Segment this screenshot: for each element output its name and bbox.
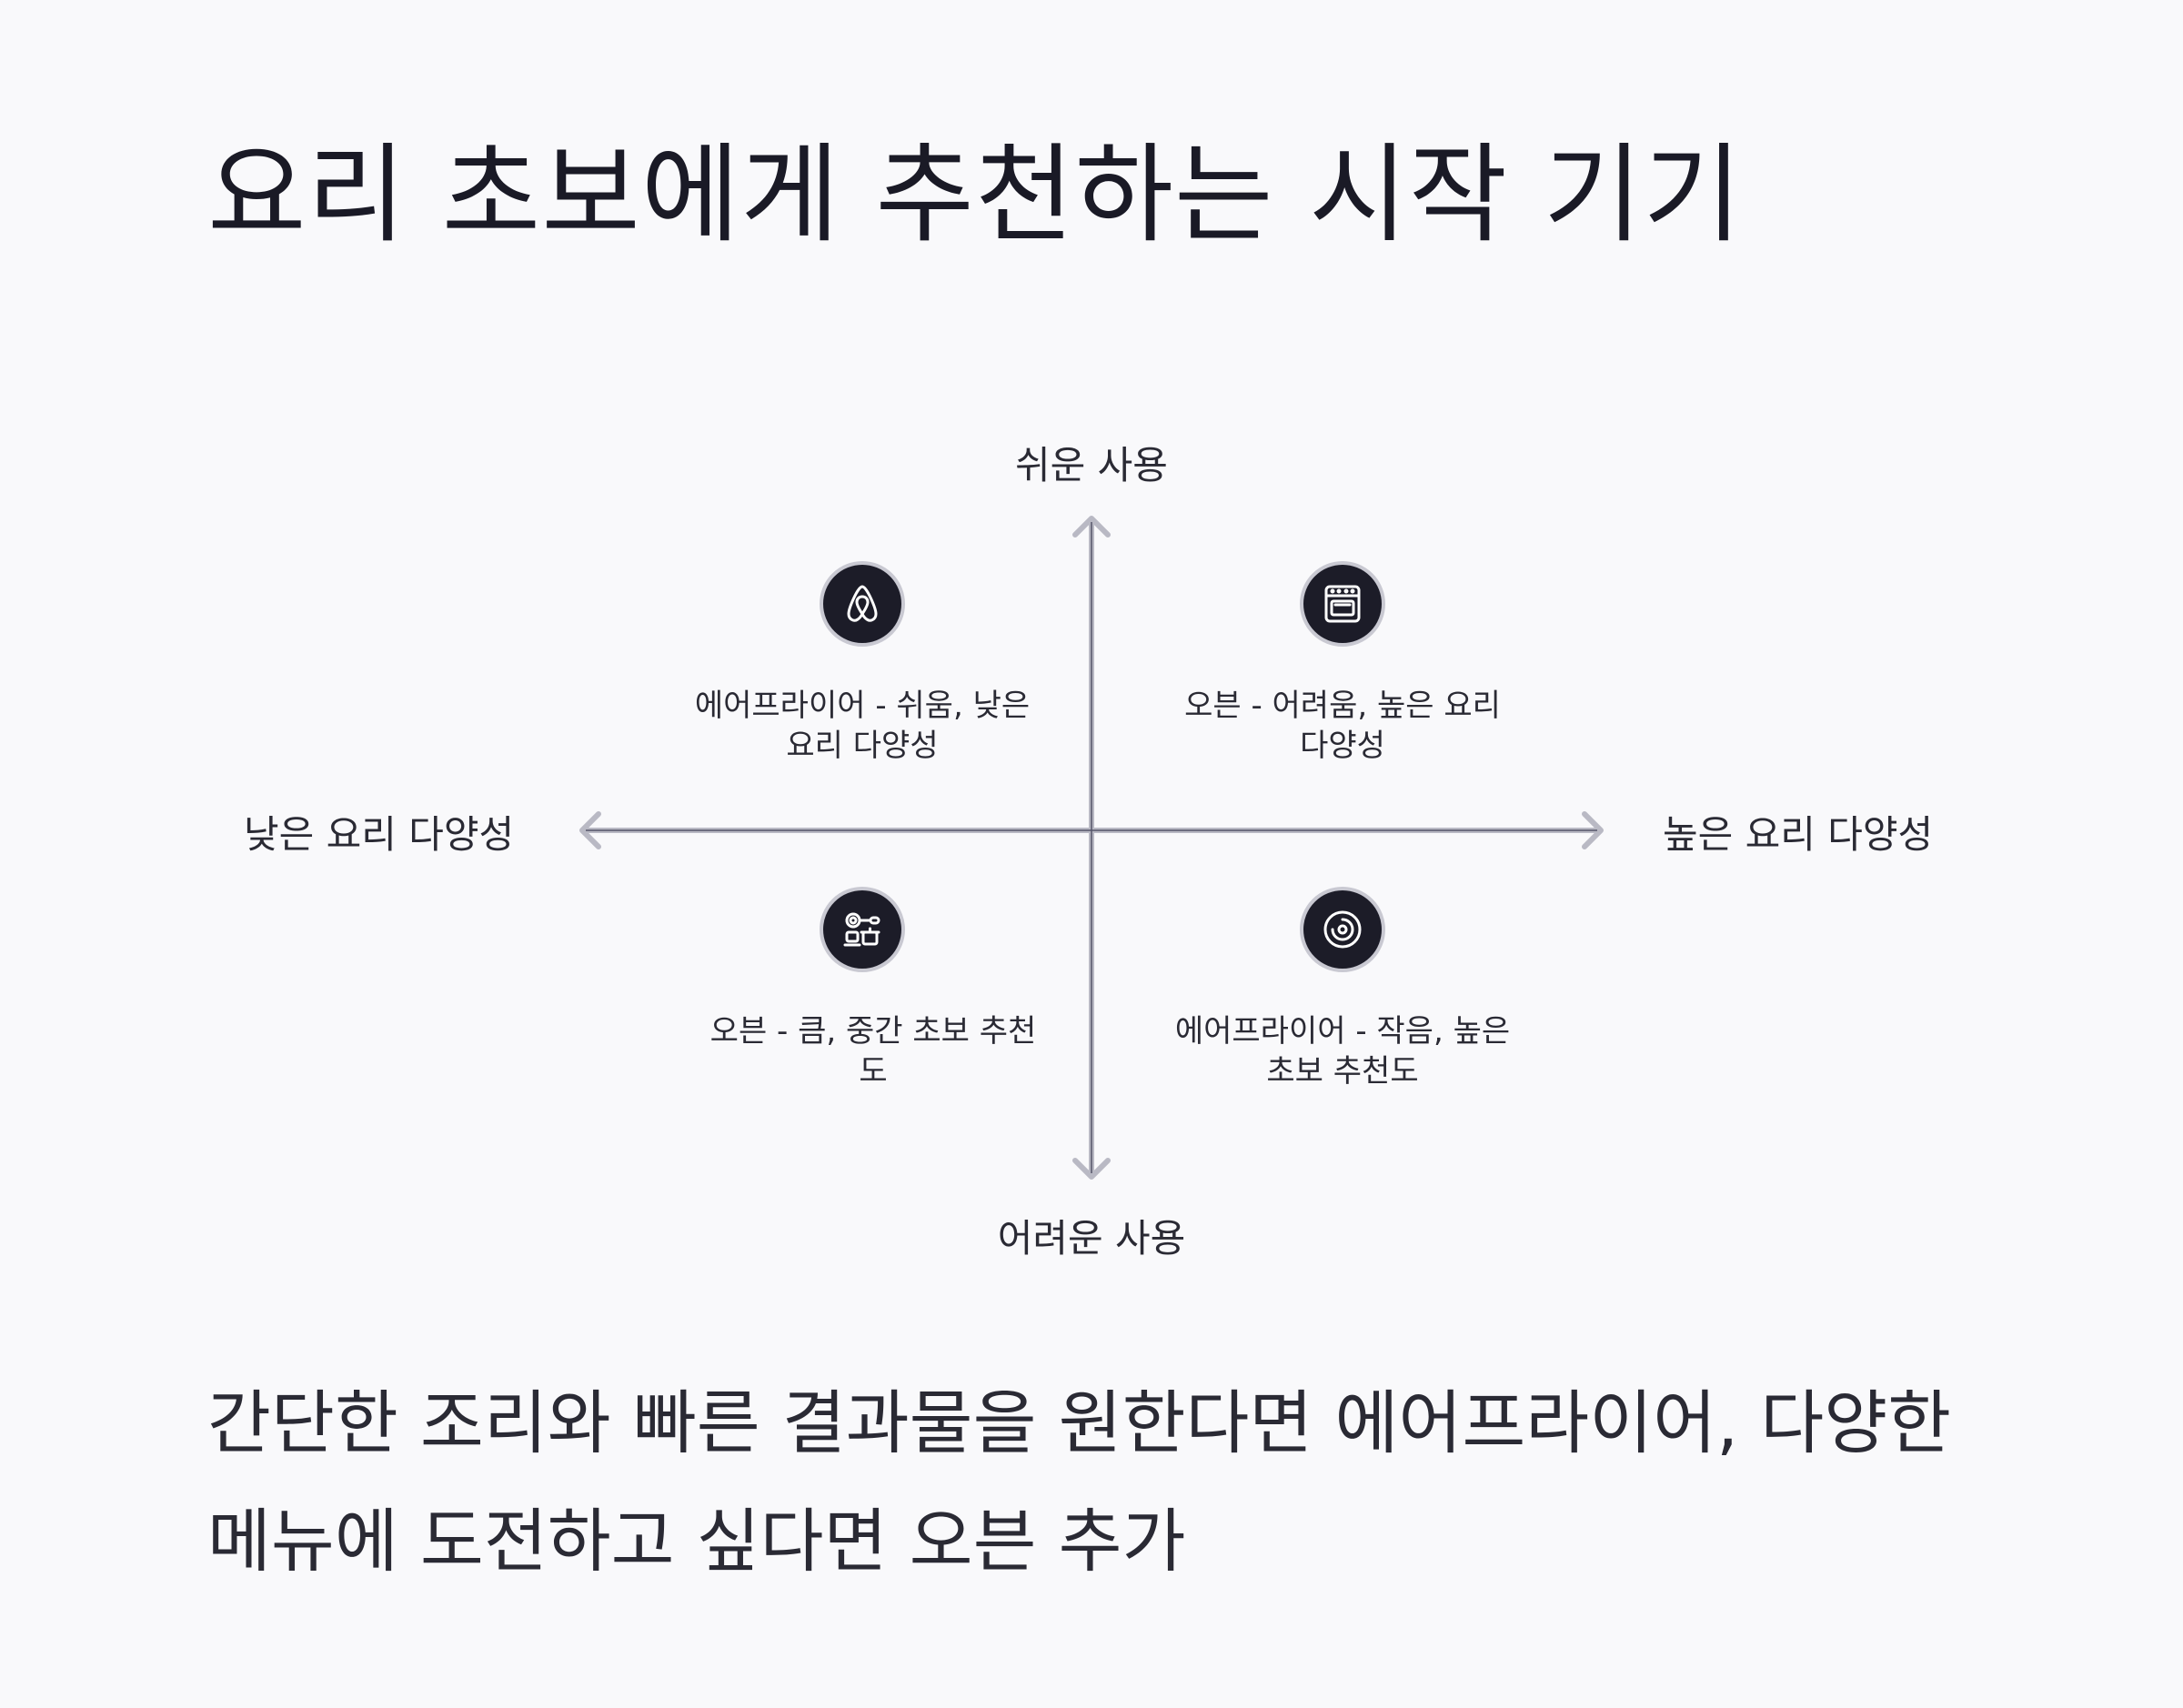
quadrant-text-bottom-left: 오븐 - 큼, 중간 초보 추천도 (709, 1013, 1037, 1090)
quadrant-text-top-left: 에어프라이어 - 쉬움, 낮은 요리 다양성 (694, 688, 1031, 764)
quadrant-text-bottom-right: 에어프라이어 - 작음, 높은 초보 추천도 (1174, 1013, 1511, 1090)
oven-icon (1300, 561, 1385, 647)
stove-pot-icon (820, 887, 905, 972)
axis-label-top: 쉬운 사용 (1015, 443, 1168, 487)
arrow-down (1072, 1158, 1111, 1180)
axis-label-left: 낮은 요리 다양성 (244, 812, 515, 857)
arrow-up (1072, 516, 1111, 538)
quadrant-text-top-right: 오븐 - 어려움, 높은 요리 다양성 (1184, 688, 1501, 764)
arrow-right (1582, 811, 1604, 849)
axis-label-right: 높은 요리 다양성 (1663, 812, 1934, 857)
page-title: 요리 초보에게 추천하는 시작 기기 (207, 132, 1743, 257)
axis-label-bottom: 어려운 사용 (997, 1216, 1186, 1261)
arrow-left (579, 811, 601, 849)
summary-text: 간단한 조리와 빠른 결과물을 원한다면 에어프라이어, 다양한 메뉴에 도전하… (207, 1382, 1952, 1582)
airfryer-icon (820, 561, 905, 647)
burner-icon (1300, 887, 1385, 972)
